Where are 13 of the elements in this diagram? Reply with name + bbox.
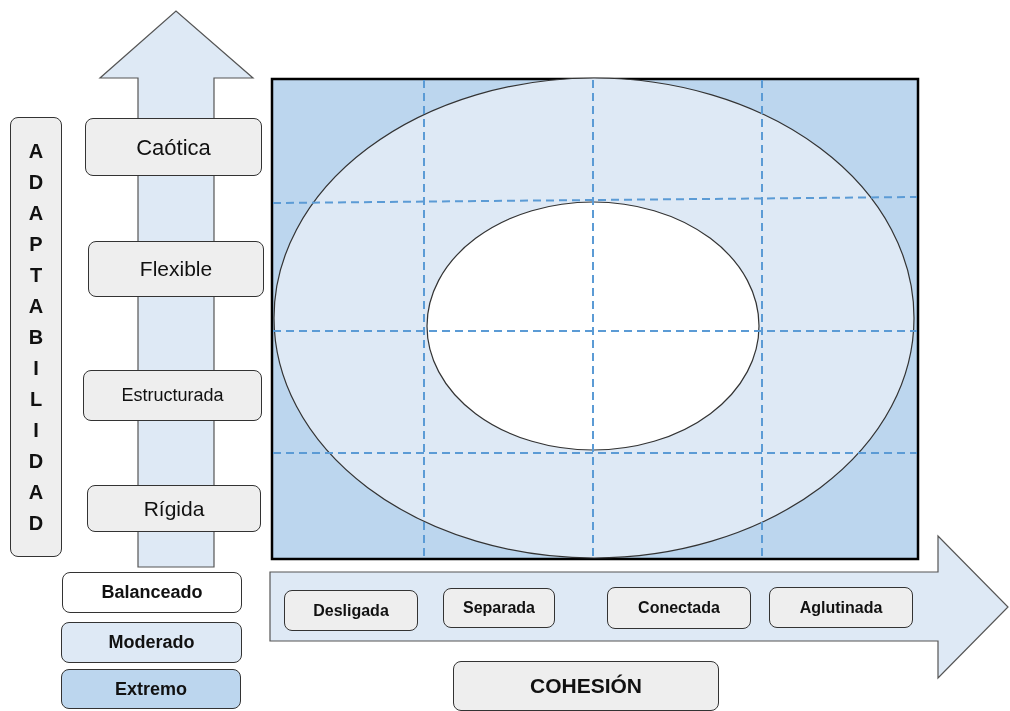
label-box: Desligada — [284, 590, 418, 631]
label-box: Estructurada — [83, 370, 262, 421]
label-box: Aglutinada — [769, 587, 913, 628]
legend-swatch: Balanceado — [62, 572, 242, 613]
label-box: COHESIÓN — [453, 661, 719, 711]
label-box: Flexible — [88, 241, 264, 297]
label-box: Separada — [443, 588, 555, 628]
legend-swatch: Extremo — [61, 669, 241, 709]
label-box: Conectada — [607, 587, 751, 629]
legend-swatch: Moderado — [61, 622, 242, 663]
axis-label-box: ADAPTABILIDAD — [10, 117, 62, 557]
label-box: Caótica — [85, 118, 262, 176]
label-box: Rígida — [87, 485, 261, 532]
